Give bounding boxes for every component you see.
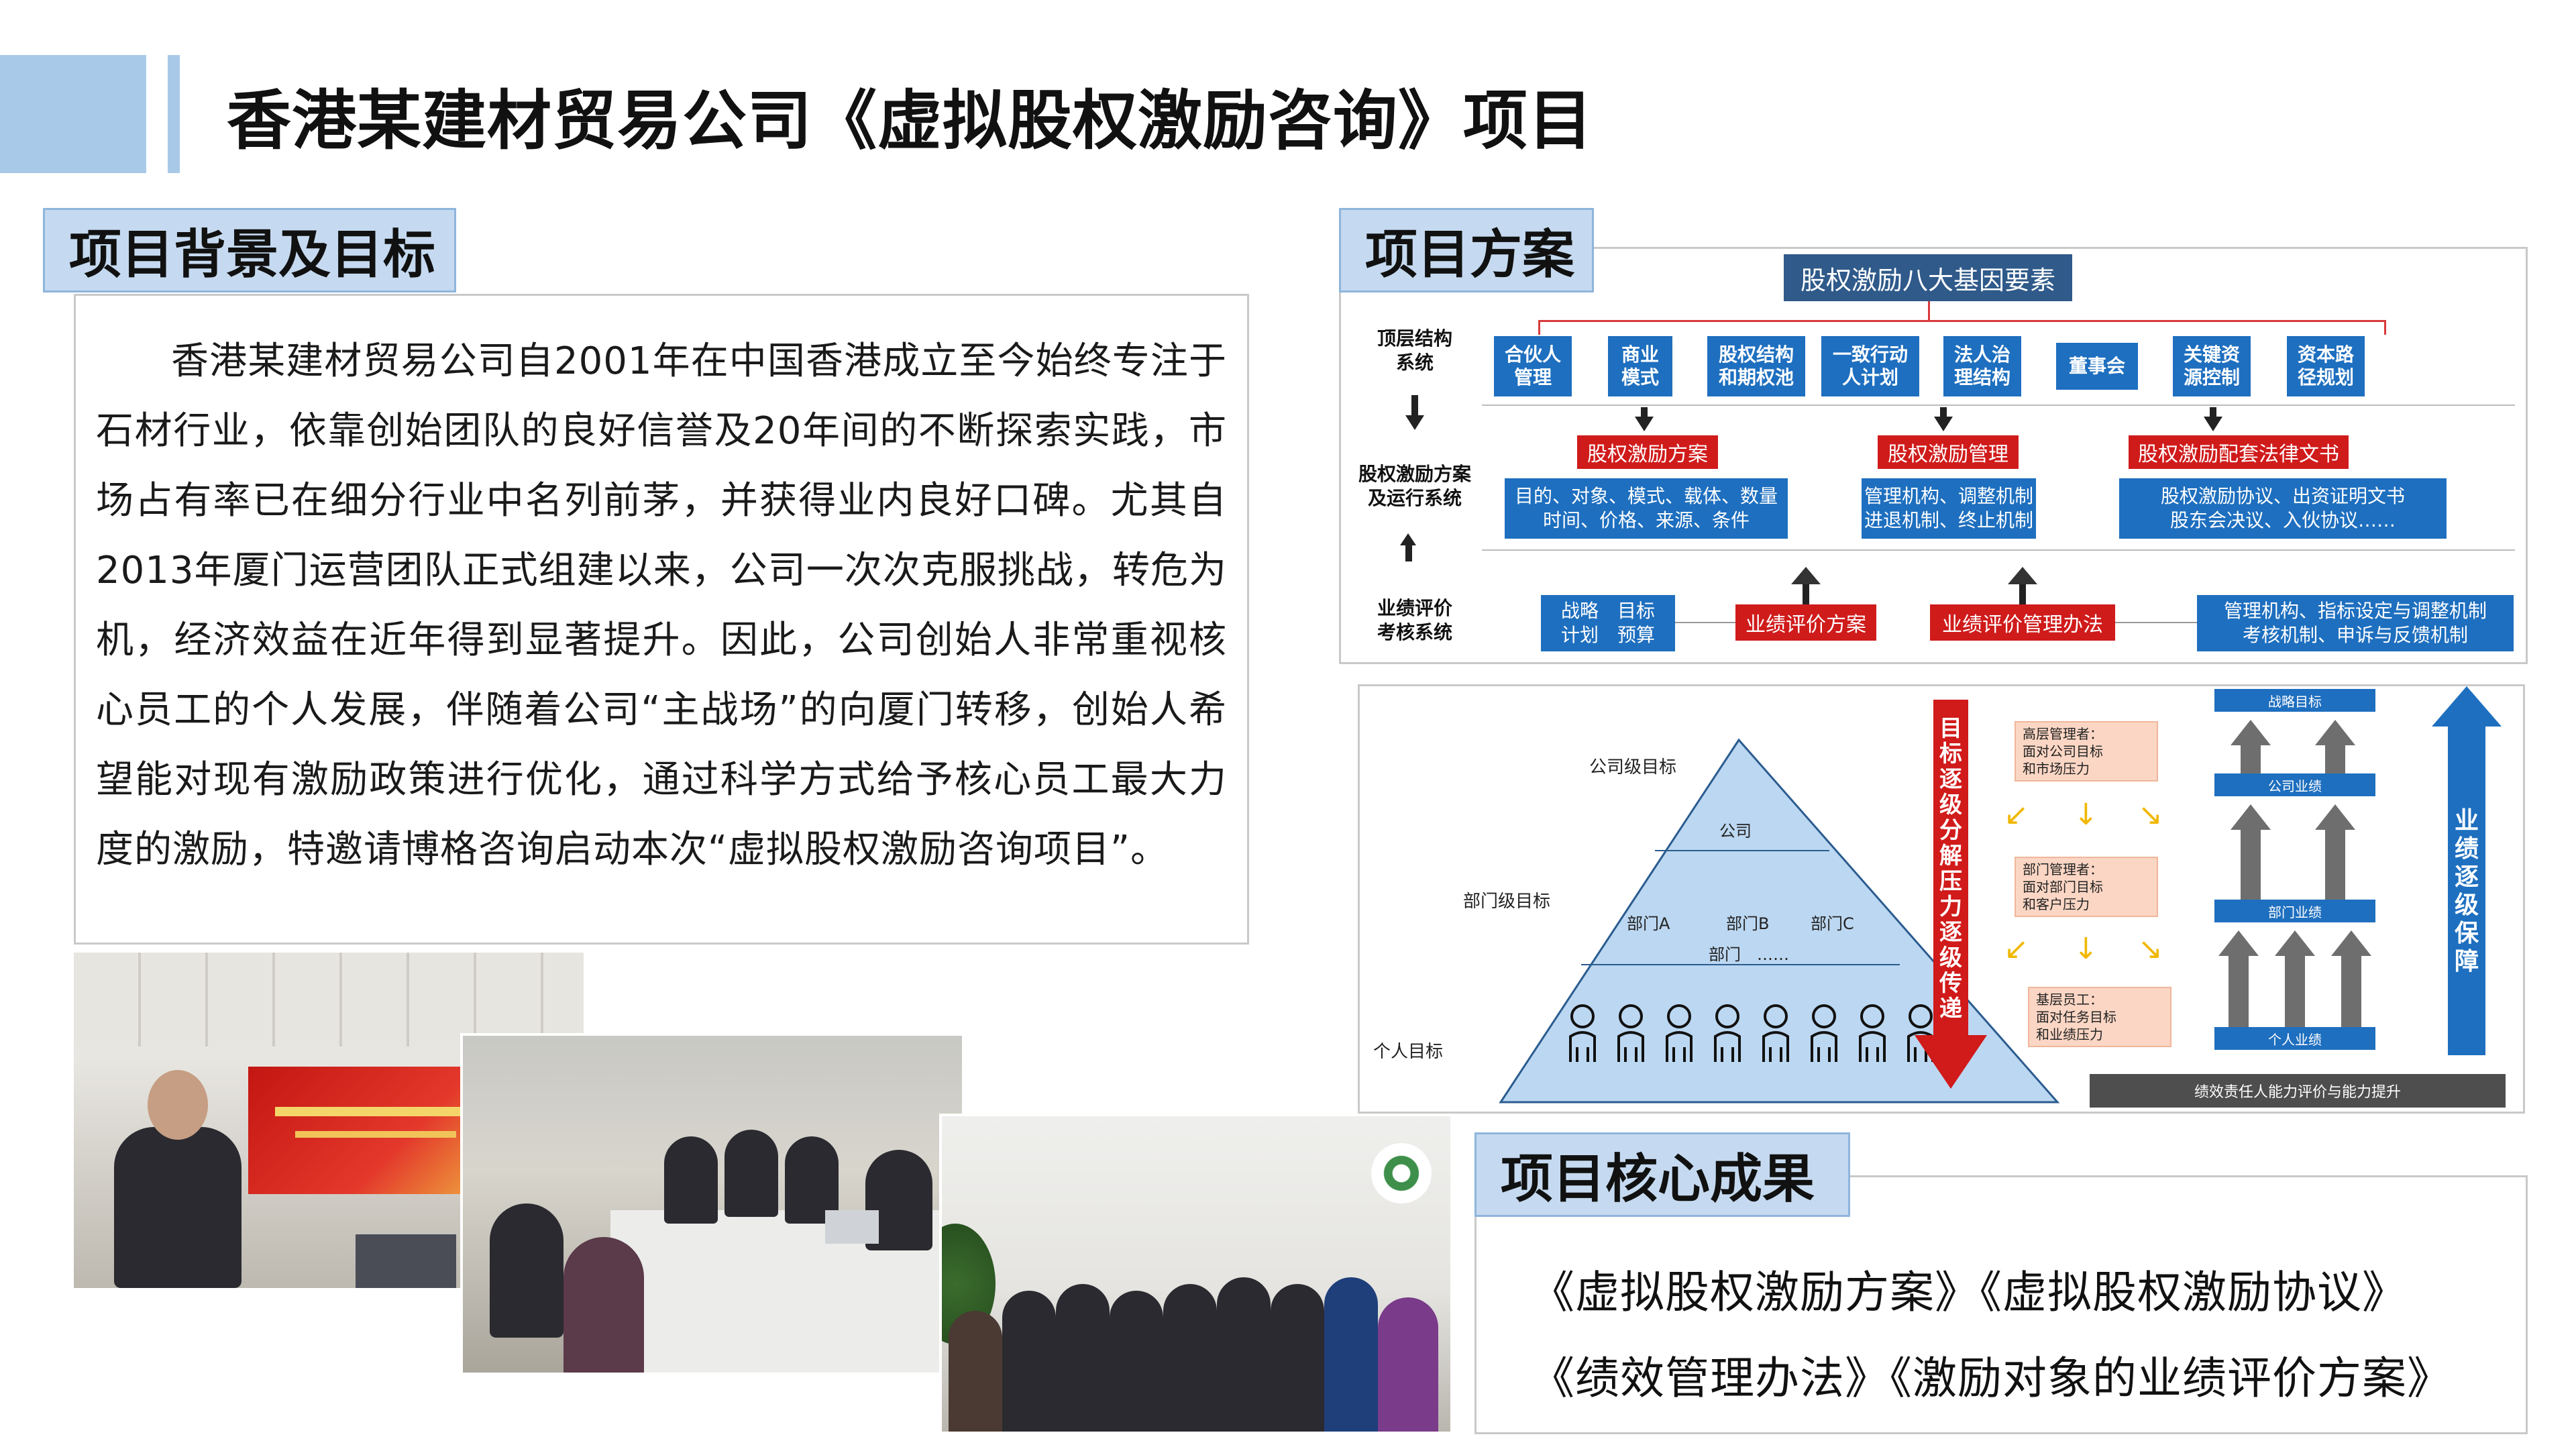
- photo-ceiling: [74, 953, 584, 1046]
- pyramid-dept-a: 部门A: [1627, 914, 1670, 933]
- background-section-label: 项目背景及目标: [43, 208, 456, 292]
- detail-legal: 股权激励协议、出资证明文书股东会决议、入伙协议……: [2119, 478, 2447, 539]
- box-eval-plan: 业绩评价方案: [1735, 604, 1876, 641]
- header-accent-bar: [168, 55, 180, 173]
- element-key-resources: 关键资源控制: [2173, 336, 2251, 396]
- down-arrow-icon: [1405, 415, 1424, 430]
- results-section-label: 项目核心成果: [1474, 1132, 1850, 1217]
- bar-strategy: 战略目标: [2214, 689, 2375, 712]
- element-concert-party: 一致行动人计划: [1821, 336, 1919, 396]
- row-label-middle: 股权激励方案 及运行系统: [1358, 463, 1471, 509]
- element-equity-structure: 股权结构和期权池: [1707, 336, 1805, 396]
- card-middle: 部门管理者： 面对部门目标 和客户压力: [2015, 857, 2158, 917]
- photo-presenter-head: [148, 1070, 208, 1140]
- element-partner: 合伙人管理: [1494, 336, 1572, 396]
- pyramid-company: 公司: [1719, 822, 1752, 841]
- bar-dept: 部门业绩: [2214, 900, 2375, 922]
- photo-group: [939, 1114, 1453, 1434]
- cascade-down-arrow-head: [1915, 1035, 1987, 1089]
- page-title: 香港某建材贸易公司《虚拟股权激励咨询》项目: [227, 83, 1593, 158]
- bracket-line: [1538, 320, 2386, 322]
- cascade-down-arrow: 目标逐级分解压力逐级传递: [1933, 700, 1968, 1035]
- bottom-capability-bar: 绩效责任人能力评价与能力提升: [2090, 1074, 2506, 1108]
- photo-meeting: [460, 1033, 965, 1375]
- box-equity-scheme: 股权激励方案: [1577, 435, 1718, 469]
- header-accent-block: [0, 55, 146, 173]
- level-dept-label: 部门级目标: [1463, 892, 1551, 912]
- box-legal-docs: 股权激励配套法律文书: [2129, 435, 2349, 469]
- detail-eval-management: 管理机构、指标设定与调整机制考核机制、申诉与反馈机制: [2197, 595, 2514, 651]
- photo-laptop: [356, 1234, 456, 1288]
- photo-presenter: [114, 1127, 241, 1288]
- box-equity-management: 股权激励管理: [1878, 435, 2019, 469]
- level-personal-label: 个人目标: [1373, 1042, 1444, 1062]
- bar-company: 公司业绩: [2214, 773, 2375, 796]
- background-text-box: 香港某建材贸易公司自2001年在中国香港成立至今始终专注于石材行业，依靠创始团队…: [74, 294, 1249, 945]
- results-line-1: 《虚拟股权激励方案》《虚拟股权激励协议》: [1530, 1267, 2407, 1318]
- row-label-top: 顶层结构 系统: [1377, 327, 1452, 374]
- results-line-2: 《绩效管理办法》《激励对象的业绩评价方案》: [1530, 1352, 2452, 1404]
- pyramid-dept-c: 部门C: [1811, 914, 1854, 933]
- photo-logo-disc: [1371, 1143, 1432, 1203]
- card-senior: 高层管理者： 面对公司目标 和市场压力: [2015, 721, 2158, 782]
- element-business-model: 商业模式: [1608, 336, 1672, 396]
- element-governance: 法人治理结构: [1943, 336, 2021, 396]
- plan-diagram: 股权激励八大基因要素 顶层结构 系统 股权激励方案 及运行系统 业绩评价 考核系…: [1339, 247, 2528, 664]
- up-arrow-icon: [1400, 533, 1416, 545]
- detail-scheme: 目的、对象、模式、载体、数量时间、价格、来源、条件: [1505, 478, 1788, 539]
- pyramid-dept-more: 部门 ……: [1709, 945, 1789, 964]
- results-box: 《虚拟股权激励方案》《虚拟股权激励协议》 《绩效管理办法》《激励对象的业绩评价方…: [1474, 1175, 2528, 1434]
- gray-up-arrow-icon: [2231, 720, 2271, 745]
- guarantee-up-arrow: 业绩逐级保障: [2448, 720, 2485, 1055]
- element-capital-path: 资本路径规划: [2287, 336, 2365, 396]
- detail-management: 管理机构、调整机制进退机制、终止机制: [1862, 478, 2036, 539]
- element-board: 董事会: [2056, 343, 2138, 390]
- bar-personal: 个人业绩: [2214, 1027, 2375, 1050]
- plan-section-label: 项目方案: [1339, 208, 1594, 292]
- card-base: 基层员工： 面对任务目标 和业绩压力: [2028, 987, 2171, 1047]
- detail-strategy: 战略 目标计划 预算: [1541, 595, 1675, 651]
- pyramid-diagram: 公司级目标 部门级目标 个人目标 公司 部门A 部门B 部门C 部门 …… 目标…: [1358, 684, 2525, 1114]
- people-row-icon: [1569, 1004, 1934, 1062]
- level-company-label: 公司级目标: [1589, 757, 1677, 777]
- row-label-bottom: 业绩评价 考核系统: [1377, 597, 1452, 643]
- box-eval-method: 业绩评价管理办法: [1930, 604, 2115, 641]
- background-paragraph: 香港某建材贸易公司自2001年在中国香港成立至今始终专注于石材行业，依靠创始团队…: [96, 339, 1227, 871]
- plan-diagram-title: 股权激励八大基因要素: [1784, 254, 2072, 301]
- yellow-arrow-icon: ↙: [2004, 798, 2029, 832]
- pyramid-dept-b: 部门B: [1726, 914, 1770, 933]
